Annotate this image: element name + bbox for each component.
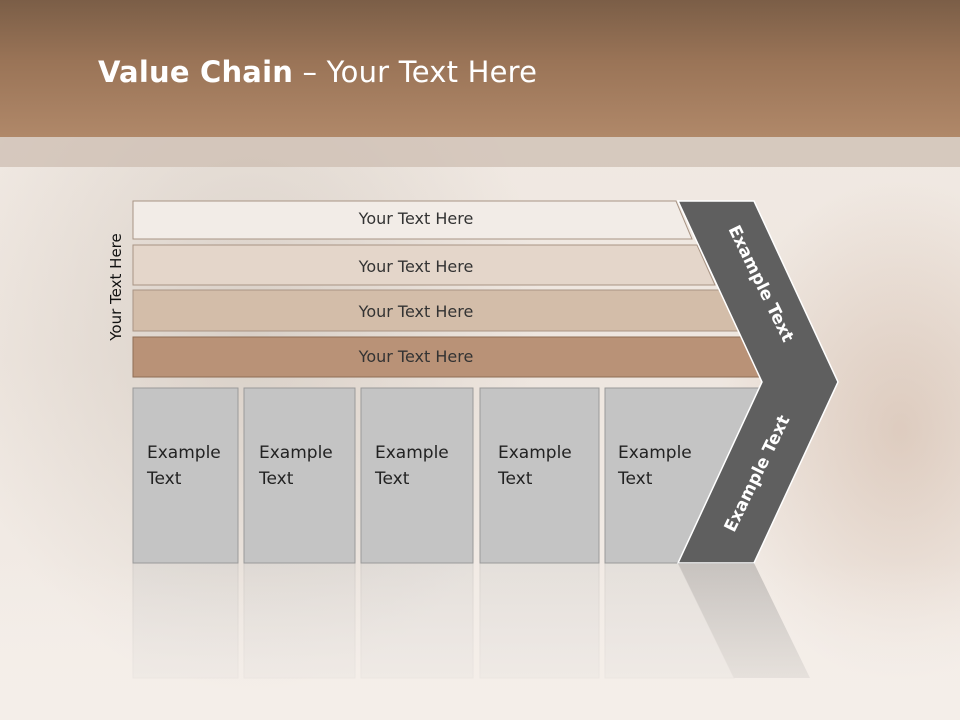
cell-4-line1: Example xyxy=(498,443,572,463)
cell-1-box xyxy=(132,387,239,564)
row-3: Your Text Here xyxy=(132,289,740,332)
cell-4-line2: Text xyxy=(498,469,533,489)
row-2: Your Text Here xyxy=(132,244,716,286)
header-bar xyxy=(0,0,960,137)
slide-title: Value Chain – Your Text Here xyxy=(98,55,537,89)
row-2-label: Your Text Here xyxy=(358,257,474,276)
cell-4-box xyxy=(479,387,600,564)
cell-1-line2: Text xyxy=(147,469,182,489)
cell-3-line1: Example xyxy=(375,443,449,463)
row-1: Your Text Here xyxy=(132,200,693,240)
cell-2-box xyxy=(243,387,356,564)
row-2-shape xyxy=(132,244,716,286)
cell-3-box xyxy=(360,387,474,564)
cell-1-line1: Example xyxy=(147,443,221,463)
row-1-shape xyxy=(132,200,693,240)
row-1-label: Your Text Here xyxy=(358,209,474,228)
row-4-label: Your Text Here xyxy=(358,347,474,366)
title-bold: Value Chain xyxy=(98,55,294,89)
cell-2-line2: Text xyxy=(259,469,294,489)
cell-2-line1: Example xyxy=(259,443,333,463)
header-band xyxy=(0,137,960,167)
cell-5-line2: Text xyxy=(618,469,653,489)
title-rest: – Your Text Here xyxy=(293,55,538,89)
cell-3-line2: Text xyxy=(375,469,410,489)
cell-5-line1: Example xyxy=(618,443,692,463)
reflection-fade xyxy=(0,563,960,720)
row-3-label: Your Text Here xyxy=(358,302,474,321)
